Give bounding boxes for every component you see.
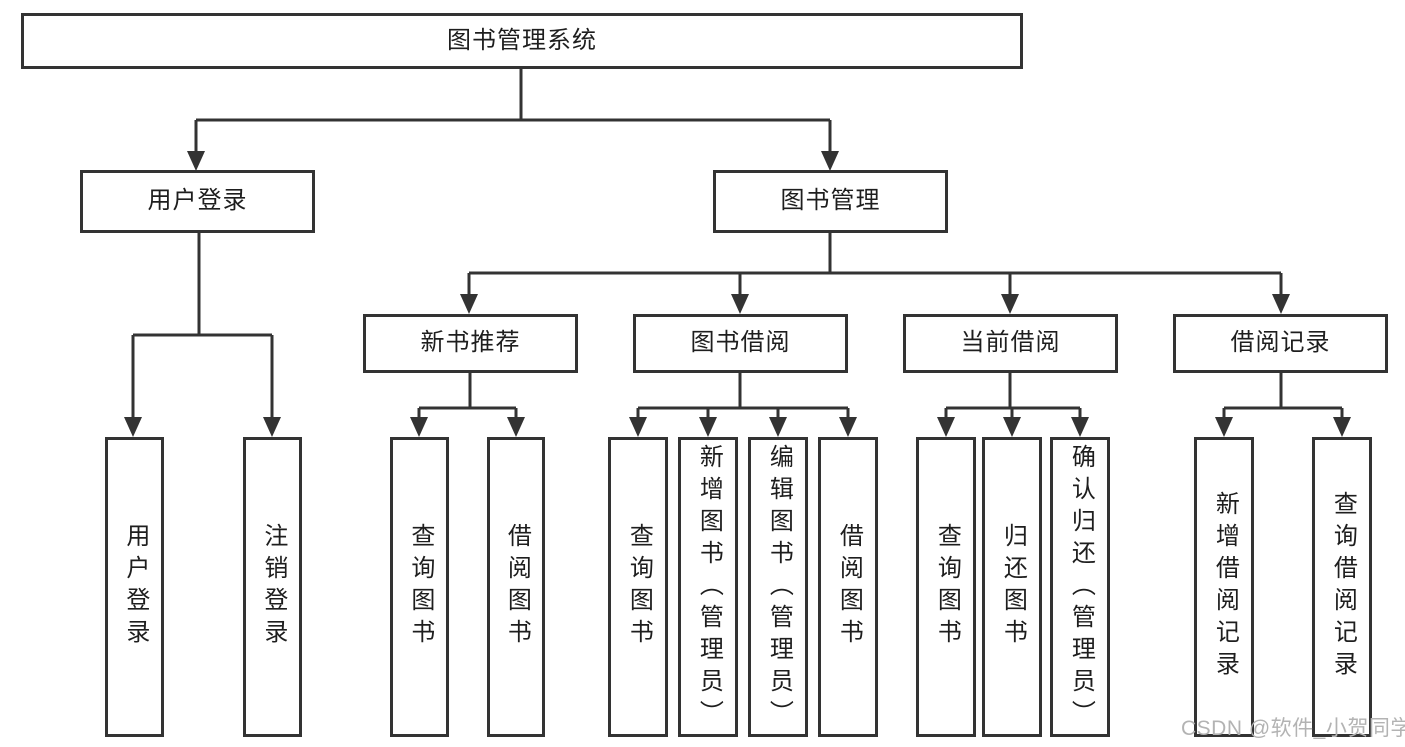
edge-new-book-recommend-to-children [410,373,525,437]
arrow-down-icon [507,417,525,437]
arrow-down-icon [839,417,857,437]
node-current-return-books: 归还图书 [982,437,1042,737]
arrow-down-icon [1071,417,1089,437]
csdn-watermark: CSDN @软件_小贺同学 [1181,717,1405,740]
arrow-down-icon [263,417,281,437]
node-current-borrowing: 当前借阅 [903,314,1118,373]
node-borrowing-records: 借阅记录 [1173,314,1388,373]
arrow-down-icon [731,294,749,314]
arrow-down-icon [410,417,428,437]
node-borrowing-borrow-books: 借阅图书 [818,437,878,737]
arrow-down-icon [1003,417,1021,437]
node-book-management: 图书管理 [713,170,948,233]
arrow-down-icon [699,417,717,437]
arrow-down-icon [629,417,647,437]
node-current-confirm-return-admin: 确认归还（管理员） [1050,437,1110,737]
edge-borrowing-records-to-children [1215,373,1351,437]
node-recommend-borrow-books: 借阅图书 [487,437,545,737]
edge-book-borrowing-to-children [629,373,857,437]
arrow-down-icon [460,294,478,314]
arrow-down-icon [1333,417,1351,437]
node-records-add-borrow-record: 新增借阅记录 [1194,437,1254,737]
edge-book-management-to-level3 [460,233,1290,314]
node-borrowing-query-books: 查询图书 [608,437,668,737]
arrow-down-icon [187,151,205,171]
arrow-down-icon [769,417,787,437]
node-book-borrowing: 图书借阅 [633,314,848,373]
node-user-login: 用户登录 [105,437,164,737]
arrow-down-icon [1272,294,1290,314]
arrow-down-icon [1001,294,1019,314]
node-records-query-borrow-record: 查询借阅记录 [1312,437,1372,737]
arrow-down-icon [1215,417,1233,437]
edge-current-borrowing-to-children [937,373,1089,437]
node-borrowing-add-books-admin: 新增图书（管理员） [678,437,738,737]
node-user-login-group: 用户登录 [80,170,315,233]
node-logout-login: 注销登录 [243,437,302,737]
node-recommend-query-books: 查询图书 [390,437,449,737]
arrow-down-icon [124,417,142,437]
arrow-down-icon [937,417,955,437]
node-borrowing-edit-books-admin: 编辑图书（管理员） [748,437,808,737]
edge-user-login-to-children [124,233,281,437]
node-new-book-recommend: 新书推荐 [363,314,578,373]
edge-root-to-level2 [187,69,839,171]
node-library-management-system: 图书管理系统 [21,13,1023,69]
arrow-down-icon [821,151,839,171]
node-current-query-books: 查询图书 [916,437,976,737]
